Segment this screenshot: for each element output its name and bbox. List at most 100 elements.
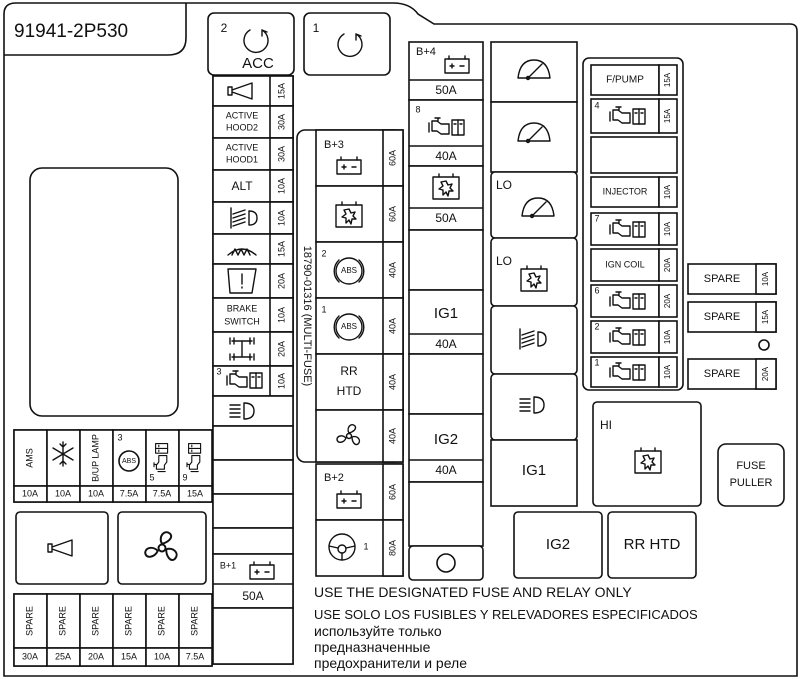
fuse-ig2: IG2 40A: [408, 413, 484, 483]
fuse-ecu-8: 8 40A: [408, 99, 484, 167]
relay-headlamp: [212, 395, 294, 427]
svg-text:10A: 10A: [88, 488, 104, 498]
fuse-ecu-7: 7 10A: [590, 212, 678, 246]
small-fuse-abs-3: 3 ABS 7.5A: [112, 429, 147, 503]
svg-text:SPARE: SPARE: [24, 606, 34, 636]
part-number: 91941-2P530: [14, 21, 128, 42]
svg-text:10A: 10A: [276, 373, 286, 389]
svg-text:1: 1: [594, 357, 599, 367]
svg-text:15A: 15A: [761, 309, 770, 324]
relay-acc-label: ACC: [242, 55, 274, 72]
svg-text:60A: 60A: [387, 206, 397, 222]
fuse-rr-htd: RR HTD 40A: [315, 353, 404, 411]
empty-slot: [212, 425, 294, 461]
relay-acc: [207, 12, 295, 76]
small-fuse-backup-lamp: B/UP LAMP 10A: [79, 429, 114, 503]
spare-fuse-right: SPARE 20A: [687, 358, 777, 390]
svg-text:60A: 60A: [387, 484, 397, 500]
relay-ig1: IG1: [490, 439, 578, 507]
svg-text:20A: 20A: [276, 341, 286, 357]
svg-text:LO: LO: [496, 254, 512, 268]
fuse-b2: B+2 60A: [315, 463, 404, 521]
svg-text:60A: 60A: [387, 150, 397, 166]
fuse-b3: B+3 60A: [315, 129, 404, 187]
fuse-fan: 50A: [408, 165, 484, 231]
spare-fuse-bottom: SPARE 30A: [13, 593, 48, 667]
fuse-ig1: IG1 40A: [408, 289, 484, 355]
svg-text:IGN COIL: IGN COIL: [605, 259, 645, 269]
svg-text:5: 5: [149, 472, 154, 482]
svg-text:INJECTOR: INJECTOR: [603, 186, 648, 196]
svg-text:SPARE: SPARE: [123, 606, 133, 636]
notice-russian-3: предохранители и реле: [314, 655, 467, 671]
empty-slot: [408, 229, 484, 291]
fuse-alt: ALT 10A: [212, 169, 294, 203]
relay-1-top-index: 1: [313, 21, 320, 35]
svg-text:10A: 10A: [276, 307, 286, 323]
fuse-b4: B+4 50A: [408, 41, 484, 101]
svg-text:B+4: B+4: [416, 46, 436, 58]
fuse-ecu-3: 3 10A: [212, 365, 294, 397]
fuse-ecu-1: 1 10A: [590, 356, 678, 388]
relay-cooling-fan: [117, 511, 207, 585]
fuse-horn: 15A: [212, 75, 294, 107]
svg-text:7.5A: 7.5A: [186, 651, 205, 661]
empty-slot: [408, 353, 484, 415]
svg-text:15A: 15A: [663, 108, 672, 123]
relay-washer: [490, 101, 578, 173]
svg-text:15A: 15A: [187, 488, 203, 498]
svg-text:30A: 30A: [276, 114, 286, 130]
svg-text:15A: 15A: [276, 83, 286, 99]
svg-text:IG2: IG2: [434, 431, 458, 448]
svg-text:HI: HI: [600, 418, 612, 432]
svg-text:15A: 15A: [121, 651, 137, 661]
svg-text:SWITCH: SWITCH: [224, 316, 260, 326]
svg-text:ABS: ABS: [341, 266, 357, 275]
svg-text:IG1: IG1: [434, 305, 458, 322]
spare-fuse-bottom: SPARE 10A: [145, 593, 180, 667]
svg-text:10A: 10A: [663, 184, 672, 199]
relay-fog: [490, 305, 578, 375]
spare-fuse-right: SPARE 10A: [687, 263, 777, 295]
fuse-ecu-2: 2 10A: [590, 320, 678, 354]
fuse-awd: 20A: [212, 331, 294, 367]
svg-text:7.5A: 7.5A: [153, 488, 172, 498]
small-fuse-ams: AMS 10A: [13, 429, 48, 503]
svg-text:3: 3: [117, 432, 122, 442]
display-window: [29, 167, 179, 417]
svg-text:HOOD1: HOOD1: [226, 154, 258, 164]
svg-text:8: 8: [415, 104, 420, 114]
small-fuse-ecu-5: 5 7.5A: [145, 429, 180, 503]
svg-text:ABS: ABS: [122, 458, 136, 465]
svg-text:10A: 10A: [663, 221, 672, 236]
svg-text:RR HTD: RR HTD: [624, 536, 681, 553]
small-fuse-ecu-9: 9 15A: [178, 429, 213, 503]
fuse-brake-switch: BRAKE SWITCH 10A: [212, 297, 294, 333]
fuse-ecu-6: 6 20A: [590, 284, 678, 318]
svg-text:4: 4: [594, 100, 599, 110]
svg-text:10A: 10A: [663, 329, 672, 344]
svg-text:30A: 30A: [276, 146, 286, 162]
empty-slot: [212, 459, 294, 495]
spare-fuse-bottom: SPARE 7.5A: [178, 593, 213, 667]
notice-russian-1: используйте только: [314, 623, 442, 639]
svg-text:SPARE: SPARE: [704, 368, 740, 380]
empty-slot: [212, 607, 294, 665]
svg-text:50A: 50A: [435, 83, 456, 97]
svg-text:20A: 20A: [761, 366, 770, 381]
relay-rr-htd: RR HTD: [607, 511, 697, 579]
svg-text:SPARE: SPARE: [704, 311, 740, 323]
fuse-puller[interactable]: FUSE PULLER: [717, 443, 785, 507]
svg-text:B/UP LAMP: B/UP LAMP: [90, 434, 100, 482]
fuse-abs-1: 1 ABS 40A: [315, 297, 404, 355]
svg-text:ACTIVE: ACTIVE: [226, 142, 259, 152]
svg-text:30A: 30A: [22, 651, 38, 661]
relay-lo-fan: LO: [490, 237, 578, 307]
svg-text:B+1: B+1: [220, 560, 236, 570]
svg-text:ALT: ALT: [231, 179, 253, 193]
svg-text:HOOD2: HOOD2: [226, 122, 258, 132]
svg-text:IG2: IG2: [546, 536, 570, 553]
spare-fuse-right: SPARE 15A: [687, 301, 777, 333]
svg-text:10A: 10A: [154, 651, 170, 661]
